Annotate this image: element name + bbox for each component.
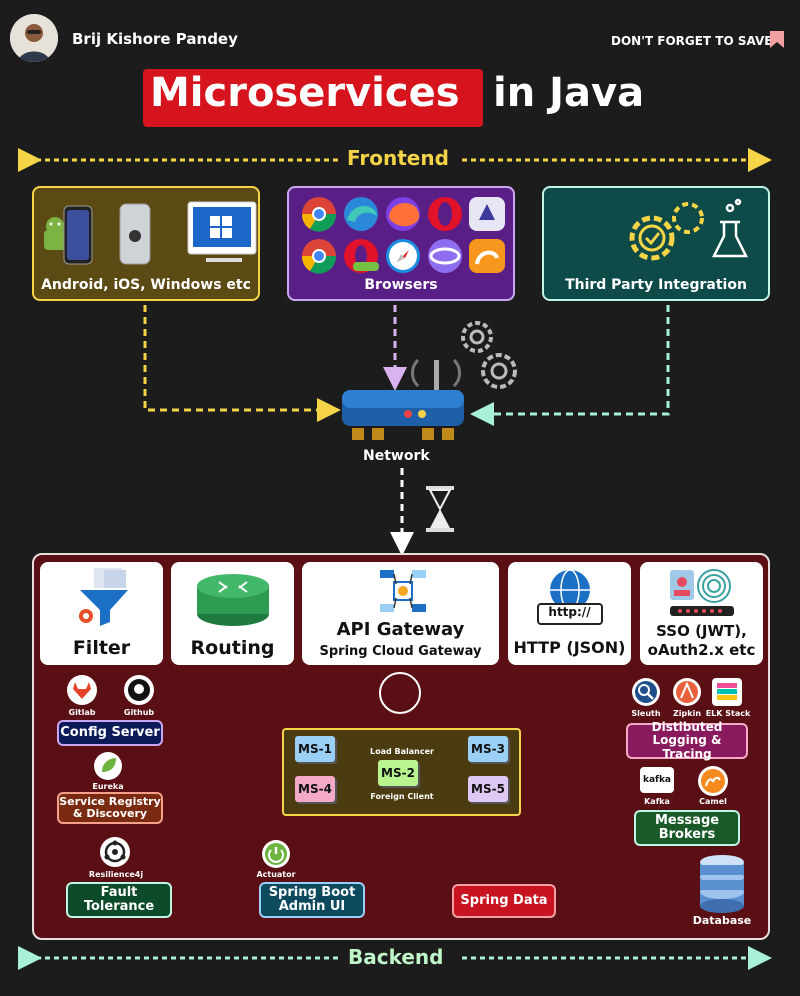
author-avatar: [10, 14, 58, 62]
card-api-gateway: API Gateway Spring Cloud Gateway: [302, 562, 499, 665]
fingerprint-id-icon: [670, 569, 734, 616]
android-icon: [44, 217, 66, 250]
ms-3: MS-3: [468, 736, 508, 762]
chrome-icon: [301, 197, 337, 232]
client-mobile-desktop: Android, iOS, Windows etc: [32, 186, 260, 301]
resilience4j-label: Resilience4j: [88, 870, 144, 879]
card-routing: Routing: [171, 562, 294, 665]
card-routing-label: Routing: [190, 637, 275, 659]
ms-4: MS-4: [295, 776, 335, 802]
card-sso-label: SSO (JWT),: [656, 622, 747, 640]
card-http-json-label: HTTP (JSON): [513, 638, 626, 657]
gears-icon: [461, 321, 517, 389]
message-brokers: Message Brokers: [634, 810, 740, 846]
actuator-icon: [262, 840, 290, 868]
filter-icon: [79, 568, 128, 626]
bookmark-icon[interactable]: [770, 31, 784, 48]
client-mobile-desktop-caption: Android, iOS, Windows etc: [41, 277, 251, 293]
api-gateway-icon: [380, 570, 426, 612]
page-title-rest: in Java: [493, 70, 645, 116]
page-title-highlight: Microservices: [150, 70, 460, 116]
kafka-label: Kafka: [644, 797, 670, 806]
gitlab-icon: [67, 675, 97, 705]
ms-1: MS-1: [295, 736, 335, 762]
sleuth-label: Sleuth: [631, 709, 661, 718]
client-third-party: Third Party Integration: [542, 186, 770, 301]
card-sso: SSO (JWT), oAuth2.x etc: [640, 562, 763, 665]
database-icon: [700, 855, 744, 913]
firefox-icon: [386, 197, 420, 231]
ms-5: MS-5: [468, 776, 508, 802]
ms-2: MS-2: [378, 760, 418, 786]
load-balancer-label: Load Balancer: [370, 747, 434, 756]
distributed-logging: Distibuted Logging & Tracing: [626, 721, 748, 760]
spring-data: Spring Data: [452, 884, 556, 918]
save-reminder: DON'T FORGET TO SAVE: [611, 34, 773, 48]
zipkin-icon: [673, 678, 701, 706]
resilience4j-icon: [100, 837, 130, 867]
fault-tolerance: Fault Tolerance: [66, 882, 172, 918]
safari-icon: [386, 239, 420, 273]
backend-label: Backend: [342, 945, 450, 969]
devices-icon: [44, 201, 257, 265]
frontend-label: Frontend: [341, 146, 455, 170]
card-http-json: http:// HTTP (JSON): [508, 562, 631, 665]
flask-icon: [711, 198, 749, 258]
eureka-label: Eureka: [92, 782, 124, 791]
elk-stack-icon: [712, 678, 742, 706]
router-switch-icon: [197, 574, 269, 626]
http-screen-text: http://: [548, 605, 591, 619]
browser-logos-icon: [301, 197, 505, 274]
uc-browser-icon: [469, 239, 505, 273]
elk-stack-label: ELK Stack: [705, 709, 751, 718]
database-label: Database: [692, 914, 752, 927]
eureka-icon: [94, 752, 122, 780]
author-name: Brij Kishore Pandey: [72, 30, 238, 48]
github-label: Github: [123, 708, 155, 717]
placeholder-circle: [379, 672, 421, 714]
github-icon: [124, 675, 154, 705]
samsung-internet-icon: [428, 239, 462, 273]
camel-icon: [698, 766, 728, 796]
hourglass-icon: [426, 486, 454, 532]
network-label: Network: [363, 448, 430, 464]
opera-icon: [428, 197, 462, 231]
card-filter-label: Filter: [72, 637, 131, 659]
camel-label: Camel: [699, 797, 727, 806]
gitlab-label: Gitlab: [68, 708, 96, 717]
card-filter: Filter: [40, 562, 163, 665]
globe-http-icon: [537, 569, 603, 625]
config-server: Config Server: [57, 720, 163, 746]
actuator-label: Actuator: [256, 870, 296, 879]
card-api-gateway-label: API Gateway: [336, 619, 465, 640]
kafka-logo-text: kafka: [642, 775, 672, 785]
client-browsers-caption: Browsers: [364, 277, 438, 293]
sleuth-icon: [632, 678, 660, 706]
spring-boot-admin: Spring Boot Admin UI: [259, 882, 365, 918]
client-third-party-caption: Third Party Integration: [565, 277, 747, 293]
router-icon: [342, 358, 464, 440]
opera-mini-icon: [344, 239, 379, 273]
integration-gears-icon: [629, 198, 749, 261]
card-api-gateway-sub: Spring Cloud Gateway: [319, 644, 482, 659]
service-registry: Service Registry & Discovery: [57, 792, 163, 824]
card-sso-sub: oAuth2.x etc: [647, 641, 756, 659]
foreign-client-label: Foreign Client: [370, 792, 434, 801]
kafka-icon: kafka: [640, 767, 674, 793]
title-highlight-box: [143, 69, 483, 127]
client-browsers: Browsers: [287, 186, 515, 301]
opera-gx-icon: [469, 197, 505, 231]
zipkin-label: Zipkin: [672, 709, 702, 718]
chrome-canary-icon: [301, 239, 337, 274]
edge-icon: [344, 197, 378, 231]
